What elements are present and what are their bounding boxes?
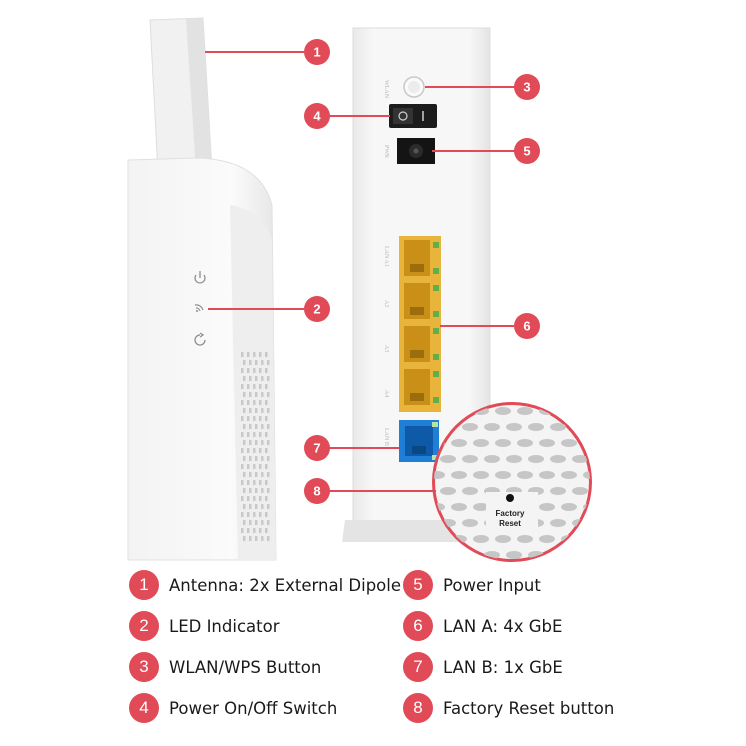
legend-item-2: 2 LED Indicator bbox=[129, 610, 279, 642]
callout-badge-6: 6 bbox=[514, 313, 540, 339]
wps-icon bbox=[194, 332, 206, 346]
callout-number-7: 7 bbox=[313, 441, 320, 456]
port-led bbox=[433, 354, 439, 360]
svg-text:A2: A2 bbox=[383, 300, 389, 307]
legend-label-antenna: Antenna: 2x External Dipole bbox=[169, 575, 401, 595]
legend-badge-5: 5 bbox=[403, 570, 433, 600]
callout-badge-8: 8 bbox=[304, 478, 330, 504]
callout-number-6: 6 bbox=[523, 319, 530, 334]
legend-badge-1: 1 bbox=[129, 570, 159, 600]
callout-badge-5: 5 bbox=[514, 138, 540, 164]
legend-label-power-switch: Power On/Off Switch bbox=[169, 698, 338, 718]
side-vents bbox=[241, 352, 270, 541]
lan-a-ports bbox=[399, 236, 441, 412]
callout-badge-4: 4 bbox=[304, 103, 330, 129]
legend-badge-2: 2 bbox=[129, 611, 159, 641]
legend-badge-3: 3 bbox=[129, 652, 159, 682]
router-back-view: WLAN PWR LAN B LAN A1 A2 A3 A4 bbox=[342, 27, 498, 542]
legend-label-factory-reset: Factory Reset button bbox=[443, 698, 615, 718]
callout-badge-2: 2 bbox=[304, 296, 330, 322]
port-led bbox=[433, 397, 439, 403]
legend-label-led: LED Indicator bbox=[169, 616, 280, 636]
callout-number-8: 8 bbox=[313, 484, 320, 499]
svg-text:A3: A3 bbox=[383, 345, 389, 352]
port-led bbox=[433, 311, 439, 317]
wifi-icon bbox=[194, 304, 204, 312]
callout-number-5: 5 bbox=[523, 144, 530, 159]
power-switch[interactable] bbox=[389, 104, 437, 128]
port-led bbox=[433, 268, 439, 274]
factory-reset-zoom-inset: Factory Reset bbox=[432, 402, 592, 562]
callout-badge-7: 7 bbox=[304, 435, 330, 461]
svg-text:LAN A1: LAN A1 bbox=[383, 246, 389, 267]
callout-badge-3: 3 bbox=[514, 74, 540, 100]
callout-number-1: 1 bbox=[313, 45, 320, 60]
legend-item-1: 1 Antenna: 2x External Dipole bbox=[129, 569, 401, 601]
legend-item-6: 6 LAN A: 4x GbE bbox=[403, 610, 562, 642]
power-icon bbox=[194, 271, 206, 284]
callout-badge-1: 1 bbox=[304, 39, 330, 65]
callout-number-2: 2 bbox=[313, 302, 320, 317]
legend-label-wps: WLAN/WPS Button bbox=[169, 657, 322, 677]
legend-item-5: 5 Power Input bbox=[403, 569, 541, 601]
port-led bbox=[433, 328, 439, 334]
svg-text:PWR: PWR bbox=[383, 145, 389, 158]
legend-label-power-input: Power Input bbox=[443, 575, 541, 595]
factory-reset-hole[interactable] bbox=[506, 494, 514, 502]
legend-badge-8: 8 bbox=[403, 693, 433, 723]
power-input-jack bbox=[397, 138, 435, 164]
svg-text:LAN B: LAN B bbox=[383, 428, 389, 446]
legend-label-lan-a: LAN A: 4x GbE bbox=[443, 616, 563, 636]
legend-item-7: 7 LAN B: 1x GbE bbox=[403, 651, 563, 683]
legend-item-3: 3 WLAN/WPS Button bbox=[129, 651, 321, 683]
legend-label-lan-b: LAN B: 1x GbE bbox=[443, 657, 563, 677]
port-led bbox=[433, 242, 439, 248]
callout-number-3: 3 bbox=[523, 80, 530, 95]
legend-badge-7: 7 bbox=[403, 652, 433, 682]
callout-number-4: 4 bbox=[313, 109, 321, 124]
legend-item-8: 8 Factory Reset button bbox=[403, 692, 614, 724]
callout-lines bbox=[205, 51, 515, 492]
svg-text:A4: A4 bbox=[383, 390, 389, 397]
legend-badge-4: 4 bbox=[129, 693, 159, 723]
svg-text:WLAN: WLAN bbox=[383, 80, 389, 99]
zoom-label-line1: Factory bbox=[496, 509, 525, 518]
wlan-wps-button[interactable] bbox=[403, 76, 425, 98]
legend: 1 Antenna: 2x External Dipole 2 LED Indi… bbox=[0, 560, 746, 746]
lan-b-port bbox=[399, 420, 439, 462]
port-led bbox=[433, 285, 439, 291]
legend-item-4: 4 Power On/Off Switch bbox=[129, 692, 337, 724]
router-front-view bbox=[127, 17, 277, 561]
legend-badge-6: 6 bbox=[403, 611, 433, 641]
zoom-label-line2: Reset bbox=[499, 519, 521, 528]
port-led bbox=[433, 371, 439, 377]
